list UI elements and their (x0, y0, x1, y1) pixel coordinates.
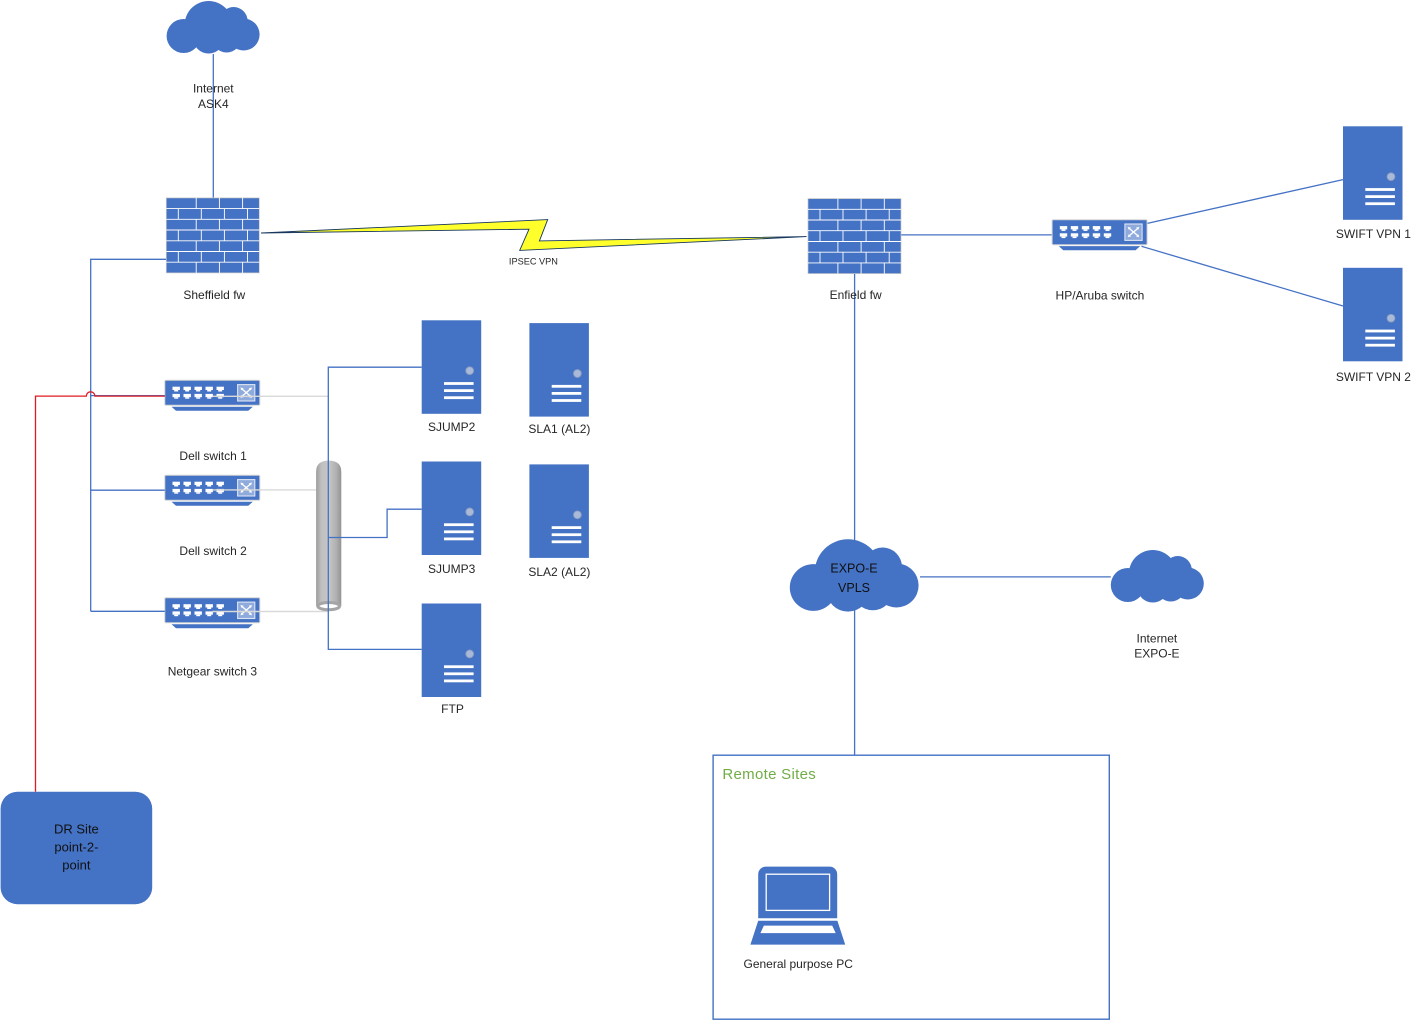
svg-text:Internet: Internet (1137, 632, 1178, 646)
svg-text:EXPO-E: EXPO-E (1134, 646, 1179, 660)
svg-text:Enfield fw: Enfield fw (830, 288, 882, 302)
svg-text:Sheffield fw: Sheffield fw (183, 288, 245, 302)
svg-text:EXPO-E: EXPO-E (830, 561, 877, 575)
svg-text:IPSEC VPN: IPSEC VPN (509, 257, 558, 267)
svg-text:FTP: FTP (441, 702, 464, 716)
svg-text:VPLS: VPLS (838, 581, 870, 595)
svg-text:Dell switch 2: Dell switch 2 (179, 544, 247, 558)
svg-text:Internet: Internet (193, 81, 234, 95)
svg-text:point-2-: point-2- (54, 840, 98, 855)
svg-text:SWIFT VPN 1: SWIFT VPN 1 (1336, 227, 1411, 241)
svg-text:ASK4: ASK4 (198, 97, 229, 111)
svg-text:SWIFT VPN 2: SWIFT VPN 2 (1336, 370, 1411, 384)
svg-text:SLA2 (AL2): SLA2 (AL2) (528, 565, 590, 579)
svg-text:point: point (62, 858, 91, 873)
svg-text:DR Site: DR Site (54, 822, 99, 837)
svg-text:SLA1 (AL2): SLA1 (AL2) (528, 422, 590, 436)
svg-text:SJUMP2: SJUMP2 (428, 420, 476, 434)
svg-text:SJUMP3: SJUMP3 (428, 562, 476, 576)
svg-text:General purpose PC: General purpose PC (743, 957, 853, 971)
svg-text:Dell switch 1: Dell switch 1 (179, 449, 247, 463)
svg-text:Remote Sites: Remote Sites (722, 766, 816, 783)
svg-text:Netgear switch 3: Netgear switch 3 (168, 664, 258, 678)
svg-text:HP/Aruba switch: HP/Aruba switch (1056, 289, 1145, 303)
